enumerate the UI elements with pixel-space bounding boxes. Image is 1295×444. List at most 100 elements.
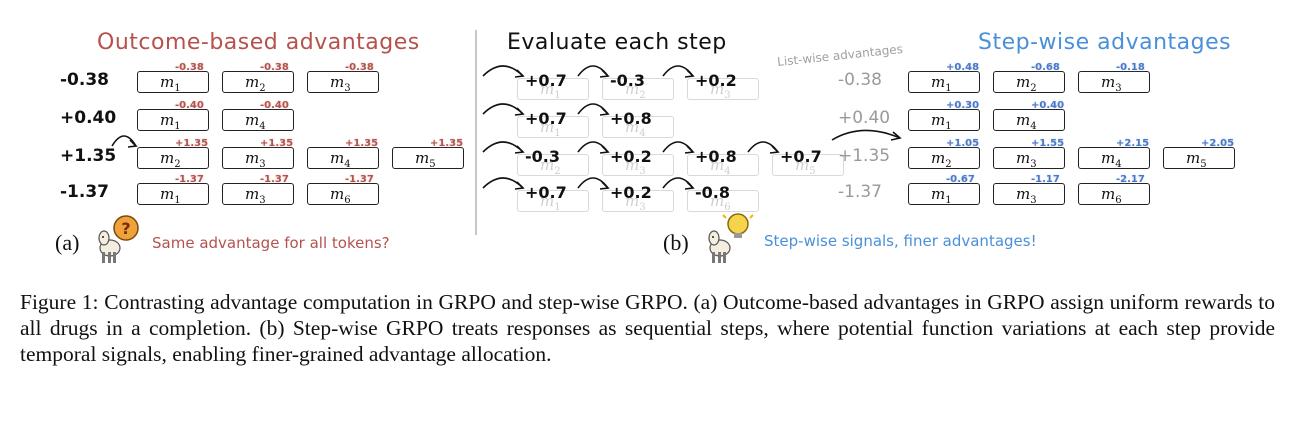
arrow-head-icon: [599, 181, 610, 190]
token-advantage: -1.37: [345, 174, 374, 185]
token-subscript: 6: [1115, 195, 1122, 206]
token-letter: m: [540, 80, 555, 98]
arrow-head-icon: [514, 69, 525, 78]
token-box: m4: [1078, 147, 1150, 170]
step-value: +0.7: [525, 183, 567, 202]
token-box: m2: [993, 71, 1065, 94]
token-letter: m: [540, 156, 555, 174]
token-box: m6: [687, 190, 759, 213]
token-subscript: 3: [259, 195, 266, 206]
token-subscript: 4: [259, 121, 266, 132]
panel-a-title: Outcome-based advantages: [97, 30, 420, 55]
arrow-head-icon: [514, 181, 525, 190]
token-letter: m: [245, 149, 260, 167]
token-name: m4: [330, 149, 351, 170]
token-box: m6: [307, 183, 379, 206]
step-value: -0.3: [610, 71, 645, 90]
token-subscript: 3: [724, 90, 731, 101]
token-box: m5: [392, 147, 464, 170]
step-value: +0.8: [695, 147, 737, 166]
token-box: m3: [307, 71, 379, 94]
token-box: m3: [602, 154, 674, 177]
token-subscript: 5: [809, 166, 816, 177]
token-advantage: +0.40: [1031, 100, 1065, 111]
token-name: m3: [625, 192, 646, 213]
token-letter: m: [625, 80, 640, 98]
curved-arrow-icon: [662, 141, 694, 153]
token-subscript: 3: [344, 83, 351, 94]
token-subscript: 3: [639, 166, 646, 177]
token-letter: m: [710, 192, 725, 210]
token-name: m1: [931, 185, 952, 206]
token-subscript: 1: [554, 128, 561, 139]
token-name: m4: [1016, 111, 1037, 132]
token-letter: m: [160, 185, 175, 203]
token-box: m2: [137, 147, 209, 170]
curved-arrow-icon: [662, 65, 694, 77]
token-subscript: 1: [945, 121, 952, 132]
step-value: +0.2: [695, 71, 737, 90]
token-subscript: 3: [639, 202, 646, 213]
token-name: m4: [710, 156, 731, 177]
token-subscript: 6: [724, 202, 731, 213]
token-letter: m: [415, 149, 430, 167]
token-name: m4: [245, 111, 266, 132]
token-advantage: +1.35: [345, 138, 379, 149]
token-subscript: 5: [429, 159, 436, 170]
token-letter: m: [160, 111, 175, 129]
token-letter: m: [540, 192, 555, 210]
token-box: m4: [307, 147, 379, 170]
token-box: m3: [602, 190, 674, 213]
token-box: m1: [517, 116, 589, 139]
token-name: m3: [245, 185, 266, 206]
token-subscript: 3: [1115, 83, 1122, 94]
question-mark: ?: [121, 219, 130, 238]
token-name: m3: [710, 80, 731, 101]
token-name: m1: [540, 118, 561, 139]
curved-arrow-icon: [577, 103, 609, 115]
middle-title: Evaluate each step: [507, 30, 727, 55]
panel-b-title: Step-wise advantages: [978, 30, 1232, 55]
arrow-head-icon: [599, 145, 610, 154]
token-letter: m: [245, 111, 260, 129]
token-advantage: -1.17: [1031, 174, 1060, 185]
curved-arrow-icon: [747, 141, 779, 153]
curved-arrow-icon: [577, 65, 609, 77]
token-name: m3: [1016, 149, 1037, 170]
token-name: m5: [1186, 149, 1207, 170]
arrow-head-icon: [127, 139, 138, 148]
token-subscript: 4: [724, 166, 731, 177]
advantage-label: +1.35: [60, 146, 117, 166]
token-name: m2: [1016, 73, 1037, 94]
token-subscript: 2: [554, 166, 561, 177]
token-box: m2: [222, 71, 294, 94]
token-advantage: -0.40: [175, 100, 204, 111]
step-value: +0.2: [610, 147, 652, 166]
panel-b-tag: (b): [663, 230, 689, 255]
token-subscript: 2: [174, 159, 181, 170]
token-box: m3: [222, 183, 294, 206]
token-name: m3: [1016, 185, 1037, 206]
arrow-head-icon: [769, 145, 780, 154]
curved-arrow-icon: [482, 141, 524, 153]
token-subscript: 6: [344, 195, 351, 206]
token-name: m1: [160, 111, 181, 132]
token-advantage: +1.55: [1031, 138, 1065, 149]
arrow-head-icon: [514, 145, 525, 154]
token-letter: m: [160, 73, 175, 91]
token-subscript: 1: [945, 83, 952, 94]
token-subscript: 2: [945, 159, 952, 170]
token-box: m1: [137, 109, 209, 132]
token-subscript: 3: [259, 159, 266, 170]
token-box: m6: [1078, 183, 1150, 206]
token-name: m6: [330, 185, 351, 206]
token-box: m2: [602, 78, 674, 101]
token-box: m3: [993, 183, 1065, 206]
token-name: m1: [160, 185, 181, 206]
panel-b-note: Step-wise signals, finer advantages!: [764, 232, 1037, 250]
token-letter: m: [931, 185, 946, 203]
token-subscript: 2: [1030, 83, 1037, 94]
step-value: -0.3: [525, 147, 560, 166]
token-box: m3: [222, 147, 294, 170]
token-box: m4: [993, 109, 1065, 132]
